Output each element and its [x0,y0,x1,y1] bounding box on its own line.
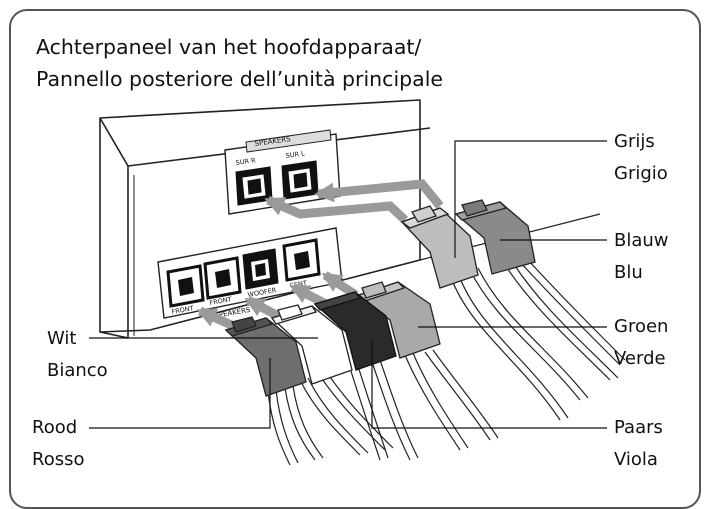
label-wit: Wit [47,328,77,349]
sur-l-jack [281,160,319,200]
arrow-purple-to-woofer [289,282,329,309]
sur-l-label: SUR L [285,149,305,160]
label-bianco: Bianco [47,360,108,381]
front-terminal-block: FRONT FRONT WOOFER CENT SPEAKERS [157,227,343,320]
connection-diagram: SPEAKERS SUR R SUR L FRONT FRONT WOOFER … [89,99,626,466]
callout-paars [371,340,607,429]
label-viola: Viola [614,449,658,470]
arrow-blue-to-sur-r [264,195,409,224]
label-blu: Blu [614,262,643,283]
front-r-jack [166,264,205,308]
title-line-2: Pannello posteriore dell’unità principal… [36,67,444,91]
insertion-arrows [196,179,444,333]
title-line-1: Achterpaneel van het hoofdapparaat/ [36,35,422,59]
label-paars: Paars [614,417,663,438]
sur-r-label: SUR R [235,156,256,167]
front-label-2: FRONT [209,295,232,307]
woofer-jack [242,248,279,290]
plug-blue [454,199,536,275]
arrow-red-to-front [196,306,240,333]
sur-r-jack [235,166,273,206]
plug-white [270,304,353,385]
label-blauw: Blauw [614,230,669,251]
surround-terminal-block: SPEAKERS SUR R SUR L [224,129,341,215]
center-label: CENT [289,279,308,290]
callout-lines [89,140,607,429]
label-grigio: Grigio [614,163,668,184]
arrow-white-to-front [244,296,285,322]
front-l-jack [203,256,242,300]
label-rosso: Rosso [32,449,85,470]
callout-grijs [454,140,607,258]
cables [267,259,626,466]
callout-rood [89,358,271,429]
label-rood: Rood [32,417,78,438]
label-verde: Verde [614,348,666,369]
arrow-grey-to-sur-l [314,179,444,209]
label-grijs: Grijs [614,131,655,152]
plug-purple [313,291,397,371]
front-label: FRONT [171,304,194,316]
label-groen: Groen [614,316,669,337]
plug-green [354,281,441,359]
plug-grey [400,205,479,289]
center-jack [282,238,321,282]
arrow-green-to-center [321,271,359,299]
